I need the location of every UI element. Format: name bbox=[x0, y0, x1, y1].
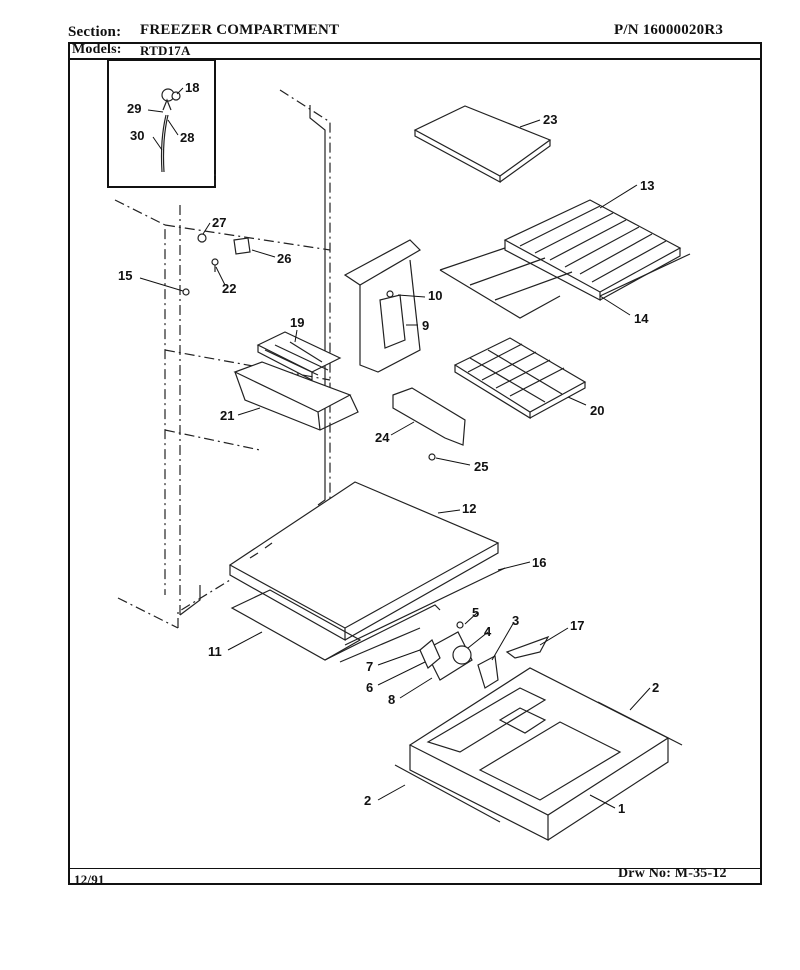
part-22-pin bbox=[211, 258, 219, 272]
callout-11: 11 bbox=[208, 644, 222, 659]
part-26-bracket bbox=[233, 237, 251, 255]
callout-26: 26 bbox=[277, 251, 291, 266]
part-8-fan-bracket bbox=[424, 631, 473, 681]
callout-17: 17 bbox=[570, 618, 584, 633]
part-2-rail-right bbox=[597, 701, 683, 746]
page-frame bbox=[68, 42, 762, 885]
part-15-plug bbox=[182, 288, 190, 296]
part-14-rod bbox=[599, 253, 691, 297]
callout-30: 30 bbox=[130, 128, 144, 143]
part-12-freezer-floor bbox=[228, 481, 500, 642]
footer-divider bbox=[68, 868, 762, 869]
callout-21: 21 bbox=[220, 408, 234, 423]
callout-18: 18 bbox=[185, 80, 199, 95]
part-7-rod bbox=[339, 627, 421, 663]
part-24-cover-plate bbox=[392, 387, 466, 446]
section-title: FREEZER COMPARTMENT bbox=[140, 22, 340, 38]
callout-1: 1 bbox=[618, 801, 625, 816]
part-10-fastener bbox=[386, 290, 394, 298]
callout-6: 6 bbox=[366, 680, 373, 695]
callout-7: 7 bbox=[366, 659, 373, 674]
cabinet-liner bbox=[179, 105, 326, 616]
part-1-base-tray bbox=[408, 667, 670, 841]
callout-2-left: 2 bbox=[364, 793, 371, 808]
part-20-grid bbox=[453, 337, 587, 420]
callout-20: 20 bbox=[590, 403, 604, 418]
callout-13: 13 bbox=[640, 178, 654, 193]
inset-box bbox=[107, 59, 216, 188]
part-3-thermostat bbox=[477, 655, 499, 689]
part-19-ice-tray bbox=[256, 331, 342, 381]
callout-24: 24 bbox=[375, 430, 390, 445]
callout-12: 12 bbox=[462, 501, 476, 516]
part-5-screw bbox=[456, 621, 464, 629]
callout-10: 10 bbox=[428, 288, 442, 303]
part-2-rail-left bbox=[394, 764, 501, 823]
callout-19: 19 bbox=[290, 315, 304, 330]
part-23-shelf-panel bbox=[413, 105, 552, 184]
part-16-trim-strip bbox=[344, 567, 506, 646]
callout-2-right: 2 bbox=[652, 680, 659, 695]
part-6-fan-blade bbox=[419, 639, 441, 669]
section-label: Section: bbox=[68, 24, 122, 40]
leader-lines bbox=[139, 87, 651, 809]
footer-date: 12/91 bbox=[74, 872, 105, 887]
models-divider bbox=[68, 58, 762, 60]
part-11-insulation bbox=[230, 589, 441, 661]
callout-27: 27 bbox=[212, 215, 226, 230]
callout-5: 5 bbox=[472, 605, 479, 620]
callout-23: 23 bbox=[543, 112, 557, 127]
inset-fitting bbox=[160, 88, 181, 173]
drawing-number: Drw No: M-35-12 bbox=[618, 866, 727, 881]
part-21-ice-bin bbox=[233, 361, 359, 431]
callout-29: 29 bbox=[127, 101, 141, 116]
callout-14: 14 bbox=[634, 311, 649, 326]
part-25-screw bbox=[428, 453, 436, 461]
part-13-wire-shelf bbox=[439, 199, 682, 319]
part-17-cover bbox=[505, 635, 550, 659]
callout-22: 22 bbox=[222, 281, 236, 296]
models-value: RTD17A bbox=[140, 43, 191, 58]
callout-3: 3 bbox=[512, 613, 519, 628]
callout-28: 28 bbox=[180, 130, 194, 145]
part-9-air-duct bbox=[343, 239, 421, 373]
callout-4: 4 bbox=[484, 624, 492, 639]
part-4-fan-motor bbox=[452, 645, 472, 665]
models-label: Models: bbox=[72, 42, 122, 57]
callout-9: 9 bbox=[422, 318, 429, 333]
callout-15: 15 bbox=[118, 268, 132, 283]
callout-8: 8 bbox=[388, 692, 395, 707]
cabinet-outline bbox=[114, 89, 331, 629]
part-27-screw bbox=[197, 233, 207, 243]
callout-16: 16 bbox=[532, 555, 546, 570]
part-number: P/N 16000020R3 bbox=[614, 22, 724, 38]
callout-25: 25 bbox=[474, 459, 488, 474]
